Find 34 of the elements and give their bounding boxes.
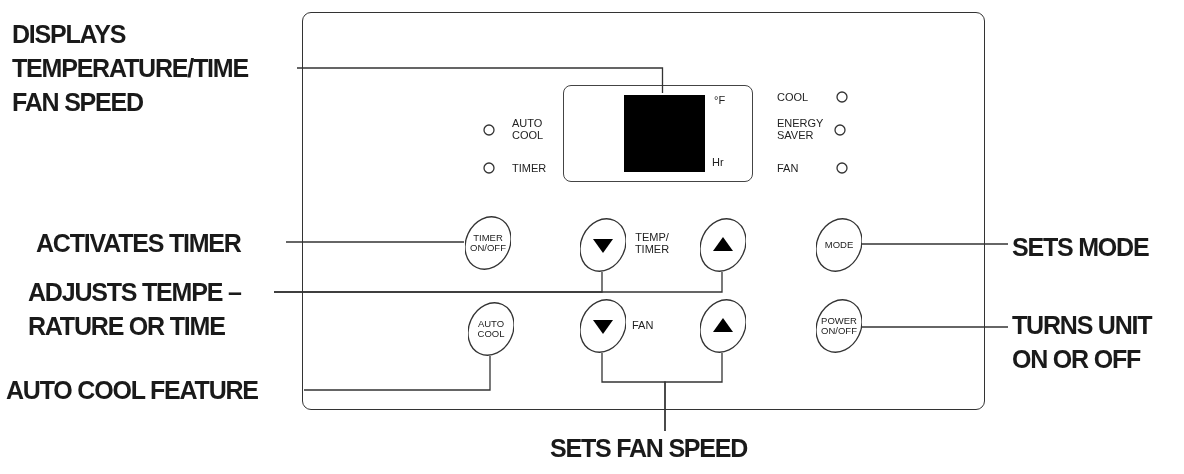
down-arrow-button	[580, 298, 626, 354]
leader-line	[860, 243, 1009, 245]
leader-line	[303, 355, 491, 391]
indicator-label: AUTO COOL	[512, 117, 545, 141]
callout-text: TURNS UNIT ON OR OFF	[1012, 310, 1153, 375]
leader-line	[273, 271, 723, 293]
oval-button: AUTO COOL	[468, 301, 514, 357]
callout-text: ACTIVATES TIMER	[36, 228, 242, 259]
up-arrow-button	[700, 298, 746, 354]
display-window	[563, 85, 753, 182]
indicator-label: ENERGY SAVER	[777, 117, 825, 141]
leader-line	[860, 326, 1009, 328]
down-arrow-button	[580, 217, 626, 273]
leader-line	[285, 241, 465, 243]
oval-button: MODE	[816, 217, 862, 273]
unit-label: Hr	[712, 156, 724, 168]
button-group-label: TEMP/ TIMER	[633, 231, 671, 255]
indicator-label: TIMER	[512, 162, 548, 174]
up-arrow-button	[700, 217, 746, 273]
oval-button: TIMER ON/OFF	[465, 215, 511, 271]
control-panel	[302, 12, 985, 410]
indicator-label: FAN	[777, 162, 800, 174]
unit-label: °F	[714, 94, 726, 106]
callout-text: DISPLAYS TEMPERATURE/TIME FAN SPEED	[12, 19, 250, 118]
callout-text: SETS MODE	[1012, 232, 1150, 263]
lcd-screen	[624, 95, 705, 172]
leader-line	[664, 352, 723, 432]
callout-text: AUTO COOL FEATURE	[6, 375, 259, 406]
indicator-label: FAN	[632, 319, 655, 331]
callout-text: SETS FAN SPEED	[550, 433, 749, 464]
indicator-label: COOL	[777, 91, 810, 103]
oval-button: POWER ON/OFF	[816, 298, 862, 354]
leader-line	[296, 67, 664, 94]
callout-text: ADJUSTS TEMPE – RATURE OR TIME	[28, 277, 242, 342]
